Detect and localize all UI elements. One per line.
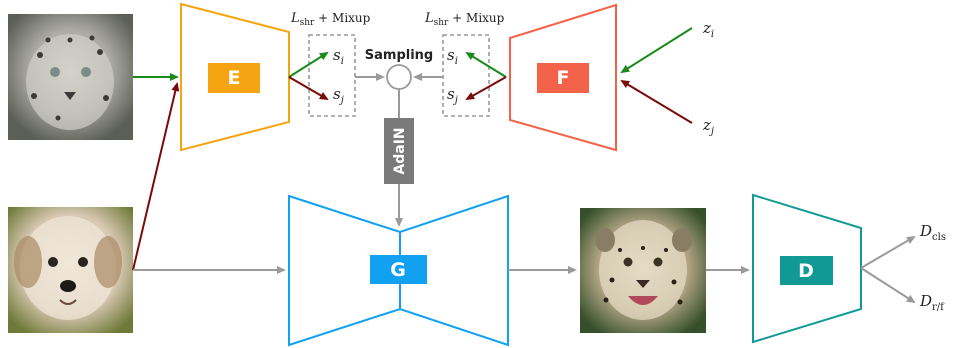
generator-label-box <box>370 255 427 284</box>
style-code-sj-right: sj <box>447 85 458 106</box>
latent-zj-label: zj <box>702 116 714 137</box>
arrow-dog-to-encoder <box>132 82 180 271</box>
output-rf-label: Dr/f <box>919 292 945 313</box>
encoder-label: E <box>228 67 241 89</box>
sampling-node <box>386 64 412 90</box>
loss-label-left: Lshr + Mixup <box>290 11 371 28</box>
style-code-sj-left: sj <box>333 85 344 106</box>
generated-leopard-photo <box>580 208 706 333</box>
mapping-trapezoid <box>509 3 617 152</box>
mapping-block: F <box>509 3 617 152</box>
generator-block: G <box>288 194 509 347</box>
loss-label-right: Lshr + Mixup <box>424 11 505 28</box>
arrow-encoder-to-sj <box>288 76 329 101</box>
mapping-label: F <box>557 67 570 89</box>
mapping-label-box <box>537 63 589 93</box>
style-codes-box-left <box>308 34 356 117</box>
latent-zi-label: zi <box>702 19 714 40</box>
encoder-trapezoid <box>180 2 290 152</box>
arrow-encoder-to-si <box>288 51 329 78</box>
arrow-discriminator-to-cls <box>860 235 916 269</box>
discriminator-label: D <box>798 260 814 282</box>
arrow-zj-to-mapping <box>620 79 693 124</box>
style-code-si-left: si <box>333 46 344 67</box>
discriminator-block: D <box>752 193 862 344</box>
snow-leopard-photo <box>8 14 133 140</box>
terrier-dog-photo <box>8 207 133 333</box>
arrow-mapping-to-si <box>465 51 507 78</box>
discriminator-trapezoid <box>752 193 862 344</box>
adain-box <box>384 118 414 184</box>
generator-label: G <box>390 259 406 281</box>
arrow-discriminator-to-rf <box>860 267 916 304</box>
arrow-mapping-to-sj <box>465 76 507 100</box>
adain-label: AdaIN <box>392 127 408 174</box>
arrow-zi-to-mapping <box>620 27 693 74</box>
encoder-label-box <box>208 63 260 93</box>
output-cls-label: Dcls <box>919 222 946 243</box>
style-code-si-right: si <box>447 46 458 67</box>
style-codes-box-right <box>442 34 490 117</box>
encoder-block: E <box>180 2 290 152</box>
sampling-label: Sampling <box>365 48 433 63</box>
discriminator-label-box <box>780 256 833 285</box>
